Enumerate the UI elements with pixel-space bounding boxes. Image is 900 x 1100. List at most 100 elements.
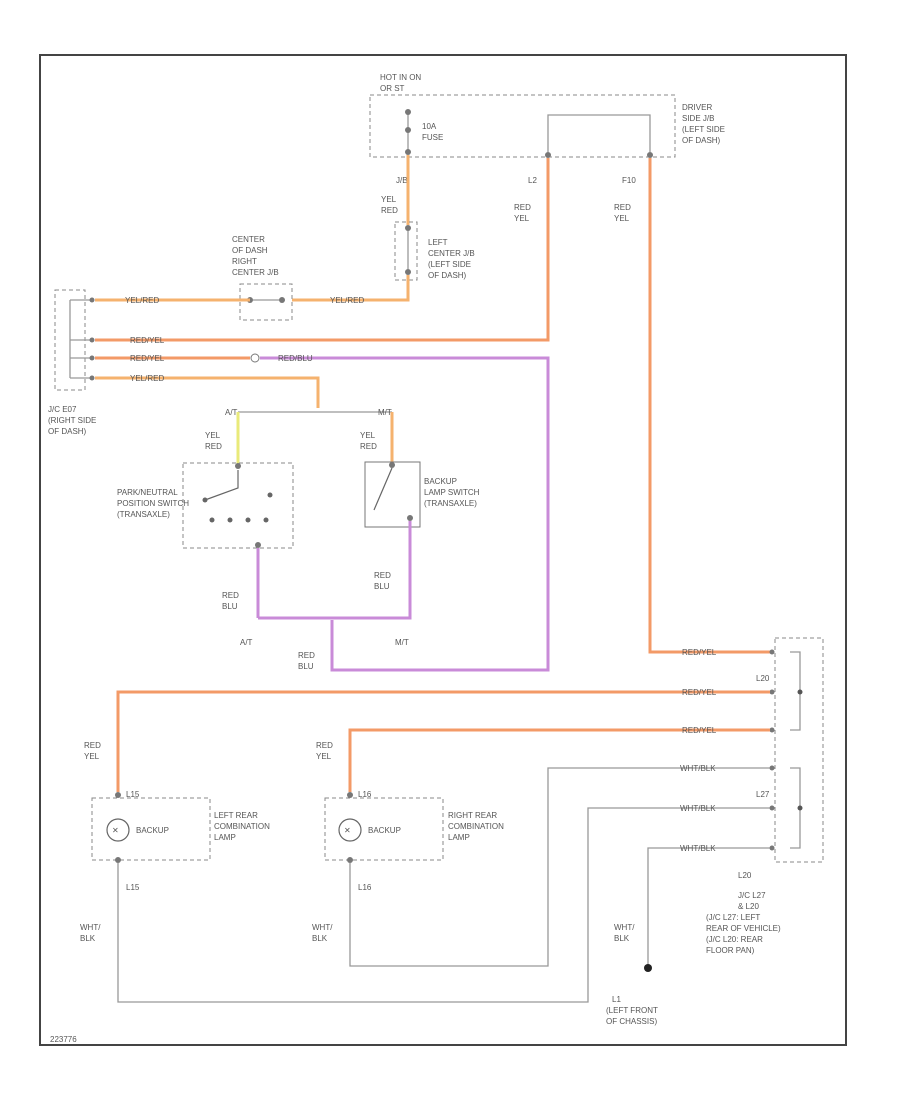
jc-pin-4 [89, 375, 95, 381]
l20-top-label: L20 [756, 674, 770, 683]
wire-red-yel-v-ll-1: RED [84, 741, 101, 750]
wire-red-yel-v1-b: RED [614, 203, 631, 212]
wire-red-blu-v-main-1: RED [298, 651, 315, 660]
at-option-mark: A/T [225, 408, 238, 417]
footer-code: 223776 [50, 1035, 77, 1044]
ground-label-1: (LEFT FRONT [606, 1006, 658, 1015]
wire-red-yel-v-rl-2: YEL [316, 752, 332, 761]
wire-wht-v-rl-1: WHT/ [312, 923, 333, 932]
center-dash-jb-outline [239, 283, 293, 321]
l2-pin [545, 152, 551, 158]
wire-yel-v-bu-2: RED [360, 442, 377, 451]
f10-pin [647, 152, 653, 158]
wire-red-yel-right-lamp [348, 728, 770, 792]
right-lamp-gnd-conn: L16 [358, 883, 372, 892]
pn-switch-contact [204, 470, 239, 501]
ground-name: L1 [612, 995, 621, 1004]
wire-yel-red-v2: RED [381, 206, 398, 215]
wire-red-blu-v-pn-1: RED [222, 591, 239, 600]
wire-label-yel-red-2: YEL/RED [125, 296, 159, 305]
wire-red-yel-v1-a: RED [514, 203, 531, 212]
driver-jb-bus [547, 114, 651, 152]
jc-pin-2 [89, 337, 95, 343]
wire-red-blu-main [260, 356, 550, 672]
wire-wht-v-rl-2: BLK [312, 934, 328, 943]
jc-rear-splice-1 [797, 689, 803, 695]
wire-red-blu-v-bu-2: BLU [374, 582, 390, 591]
jc-pin-1 [89, 297, 95, 303]
right-lamp-outline [324, 797, 444, 861]
pn-contact-5 [263, 517, 269, 523]
jc-rear-pin-1 [769, 649, 775, 655]
wire-backup-out-red-blu [258, 521, 412, 620]
left-lamp-pin-bottom [115, 857, 121, 863]
wire-l2-red-yel [95, 158, 550, 342]
right-lamp-label-2: COMBINATION [448, 822, 504, 831]
cdjb-label-1: CENTER [232, 235, 265, 244]
right-lamp-bulb-icon [338, 818, 362, 842]
wire-wht-v-gnd-2: BLK [614, 934, 630, 943]
l2-connector-label: L2 [528, 176, 537, 185]
jc-pin-3 [89, 355, 95, 361]
driver-jb-label-1: DRIVER [682, 103, 712, 112]
wire-label-wht-blk-3: WHT/BLK [680, 844, 716, 853]
wire-red-yel-v-rl-1: RED [316, 741, 333, 750]
wire-label-red-blu: RED/BLU [278, 354, 313, 363]
jc-rear-pin-2 [769, 689, 775, 695]
l20-bottom-label: L20 [738, 871, 752, 880]
fuse-mid-pin [405, 127, 411, 133]
wire-wht-blk-left-lamp [117, 807, 770, 1003]
left-lamp-conn: L15 [126, 790, 140, 799]
lcjb-label-1: LEFT [428, 238, 448, 247]
jc-rear-label-6: FLOOR PAN) [706, 946, 755, 955]
fuse-box-label-2: OR ST [380, 84, 405, 93]
jc-e07-label-3: OF DASH) [48, 427, 87, 436]
jc-rear-label-2: & L20 [738, 902, 759, 911]
wire-lcjb-to-center-jb [292, 275, 410, 302]
fuse-rating: 10A [422, 122, 437, 131]
wire-red-yel-v2-b: YEL [614, 214, 630, 223]
jc-rear-pin-6 [769, 845, 775, 851]
right-lamp-filament-mark: ✕ [344, 826, 351, 835]
wire-label-wht-blk-1: WHT/BLK [680, 764, 716, 773]
left-lamp-bulb-icon [106, 818, 130, 842]
pn-contact-1 [267, 492, 273, 498]
jc-rear-bus [790, 651, 801, 849]
cdjb-label-4: CENTER J/B [232, 268, 279, 277]
jc-rear-splice-2 [797, 805, 803, 811]
pn-switch-label-3: (TRANSAXLE) [117, 510, 170, 519]
ground-label-2: OF CHASSIS) [606, 1017, 657, 1026]
left-lamp-label-2: COMBINATION [214, 822, 270, 831]
wire-red-yel-v2-a: YEL [514, 214, 530, 223]
cdjb-label-3: RIGHT [232, 257, 257, 266]
wire-wht-blk-ground [647, 847, 770, 965]
left-lamp-filament-mark: ✕ [112, 826, 119, 835]
left-center-jb-outline [394, 221, 418, 281]
lcjb-top-pin [405, 225, 411, 231]
jc-e07-label-2: (RIGHT SIDE [48, 416, 96, 425]
wire-label-red-yel-5: RED/YEL [682, 726, 717, 735]
wire-wht-v-ll-2: BLK [80, 934, 96, 943]
wire-red-yel-v-ll-2: YEL [84, 752, 100, 761]
backup-switch-pin-out [407, 515, 413, 521]
wire-red-yel-left-lamp [116, 690, 770, 792]
wire-wht-blk-right-lamp [349, 767, 770, 967]
pn-switch-pin-in [235, 463, 241, 469]
wire-wht-v-gnd-1: WHT/ [614, 923, 635, 932]
fuse-box-label-1: HOT IN ON [380, 73, 421, 82]
wire-label-red-yel-4: RED/YEL [682, 688, 717, 697]
right-lamp-pin-bottom [347, 857, 353, 863]
wire-wht-v-ll-1: WHT/ [80, 923, 101, 932]
f10-connector-label: F10 [622, 176, 636, 185]
mt-option-mark: M/T [378, 408, 392, 417]
jc-rear-label-3: (J/C L27: LEFT [706, 913, 760, 922]
pn-switch-pin-out [255, 542, 261, 548]
jc-rear-pin-3 [769, 727, 775, 733]
wire-yel-red-v1: YEL [381, 195, 397, 204]
jc-rear-outline [774, 637, 824, 863]
backup-switch-contact [373, 467, 393, 511]
fuse-label: FUSE [422, 133, 443, 142]
backup-switch-label-3: (TRANSAXLE) [424, 499, 477, 508]
pn-contact-3 [227, 517, 233, 523]
